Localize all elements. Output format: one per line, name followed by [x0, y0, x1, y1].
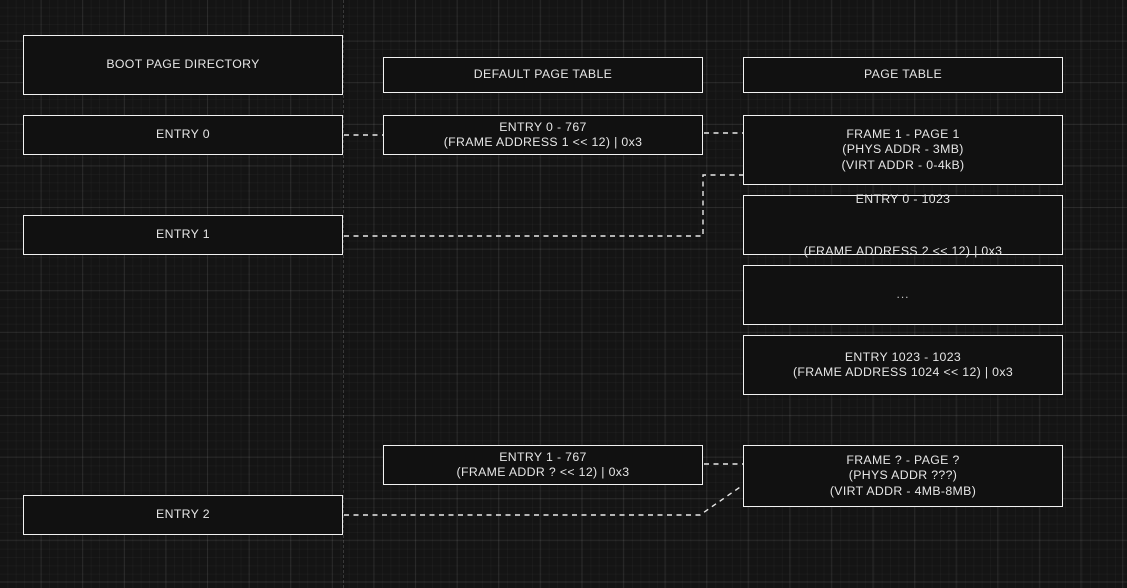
page-table-frame-q-page-q[interactable]: FRAME ? - PAGE ? (PHYS ADDR ???) (VIRT A… [743, 445, 1063, 507]
boot-pd-entry-0[interactable]: ENTRY 0 [23, 115, 343, 155]
link-entry-1-to-page-table-frame-1 [344, 174, 743, 237]
page-table-entry-0-1023[interactable]: ENTRY 0 - 1023 (FRAME ADDRESS 2 << 12) |… [743, 192, 1063, 258]
boot-page-directory-header[interactable]: BOOT PAGE DIRECTORY [23, 35, 343, 95]
link-entry-2-to-frame-q-page-q [344, 484, 744, 516]
boot-pd-entry-1[interactable]: ENTRY 1 [23, 215, 343, 255]
vertical-guide-line [343, 0, 344, 588]
default-pt-entry-0-767[interactable]: ENTRY 0 - 767 (FRAME ADDRESS 1 << 12) | … [383, 115, 703, 155]
default-page-table-header[interactable]: DEFAULT PAGE TABLE [383, 57, 703, 93]
page-table-header[interactable]: PAGE TABLE [743, 57, 1063, 93]
page-table-entries-ellipsis[interactable]: ... [743, 265, 1063, 325]
page-table-frame-1-page-1[interactable]: FRAME 1 - PAGE 1 (PHYS ADDR - 3MB) (VIRT… [743, 115, 1063, 185]
page-table-entry-1023-1023[interactable]: ENTRY 1023 - 1023 (FRAME ADDRESS 1024 <<… [743, 335, 1063, 395]
default-pt-entry-1-767[interactable]: ENTRY 1 - 767 (FRAME ADDR ? << 12) | 0x3 [383, 445, 703, 485]
boot-pd-entry-2[interactable]: ENTRY 2 [23, 495, 343, 535]
